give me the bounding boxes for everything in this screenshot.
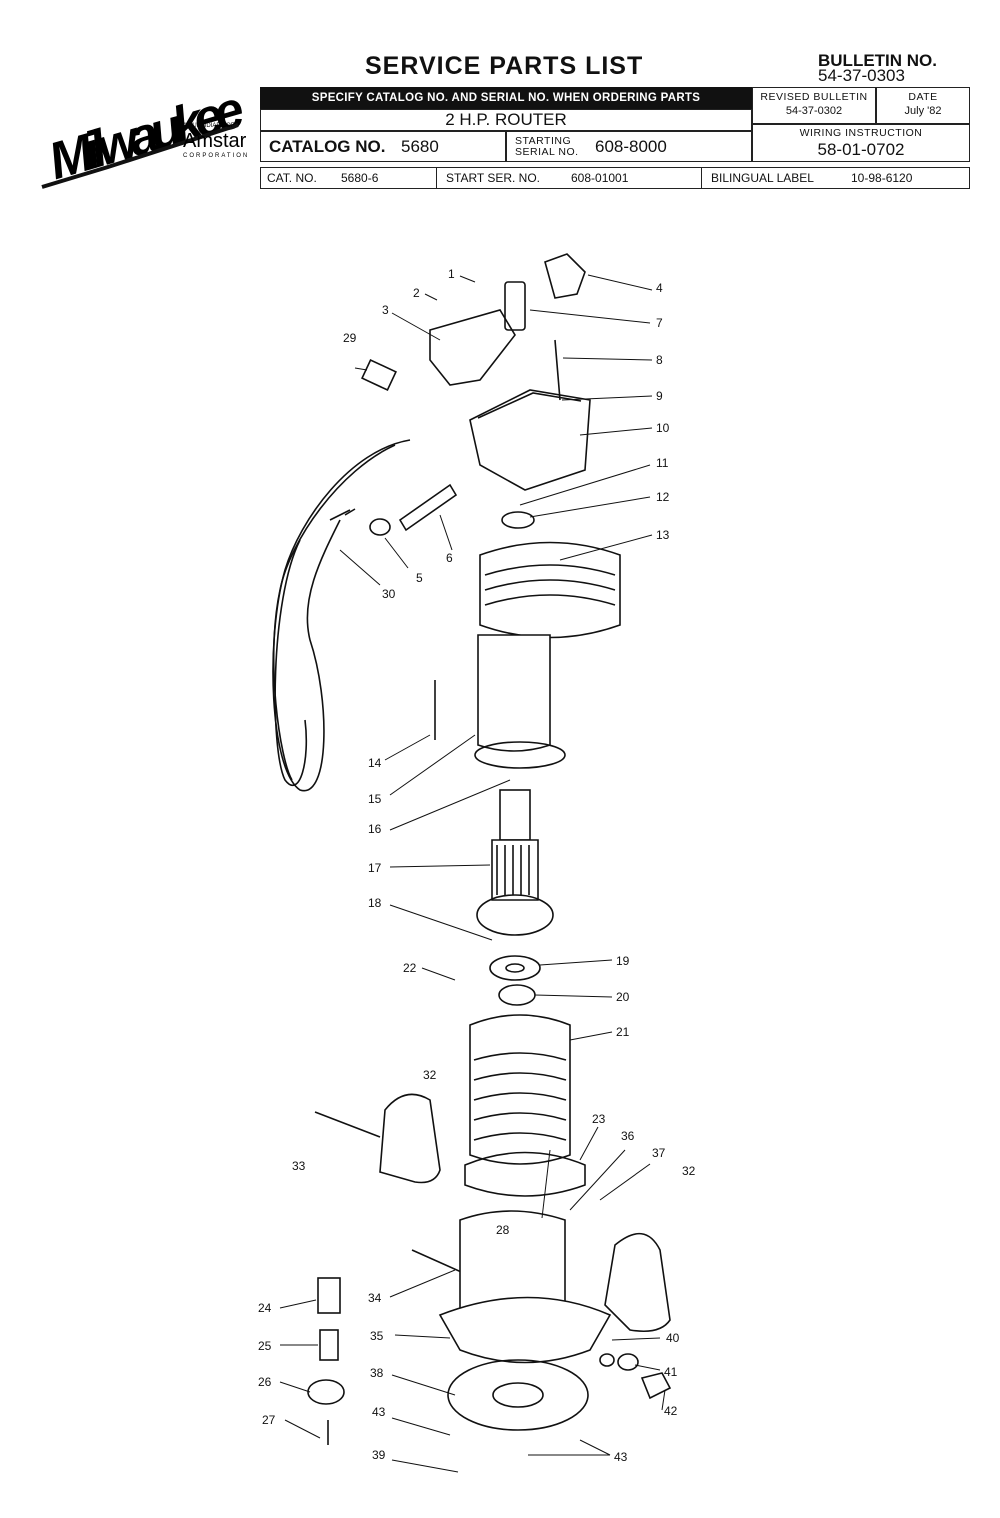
catalog-number: 5680 — [401, 137, 439, 156]
callout-label: 19 — [616, 954, 630, 968]
document-title: SERVICE PARTS LIST — [365, 52, 644, 80]
callout-label: 15 — [368, 792, 382, 806]
callout-label: 14 — [368, 756, 382, 770]
product-text: 2 H.P. ROUTER — [445, 110, 567, 129]
callout-label: 10 — [656, 421, 670, 435]
subsidiary-text: A SUBSIDIARY OF — [183, 123, 235, 129]
revised-bulletin-label: REVISED BULLETIN — [760, 91, 868, 103]
callout-label: 22 — [403, 961, 417, 975]
callout-label: 42 — [664, 1404, 678, 1418]
start-ser-label: START SER. NO. — [446, 171, 541, 185]
date-box: DATE July '82 — [876, 87, 970, 124]
bulletin-number: 54-37-0303 — [818, 66, 905, 85]
bilingual-label: BILINGUAL LABEL — [711, 171, 814, 185]
callout-label: 17 — [368, 861, 382, 875]
callout-label: 38 — [370, 1366, 384, 1380]
callout-label: 32 — [682, 1164, 696, 1178]
product-name: 2 H.P. ROUTER — [260, 109, 752, 131]
callout-label: 18 — [368, 896, 382, 910]
callout-label: 36 — [621, 1129, 635, 1143]
ordering-note-bar: SPECIFY CATALOG NO. AND SERIAL NO. WHEN … — [260, 87, 752, 109]
milwaukee-logo: Milwaukee A SUBSIDIARY OF Amstar CORPORA… — [41, 80, 251, 191]
bulletin-label: BULLETIN NO. — [818, 51, 937, 70]
callout-label: 11 — [656, 456, 669, 470]
callout-label: 20 — [616, 990, 630, 1004]
callout-label: 39 — [372, 1448, 386, 1462]
date-value: July '82 — [904, 105, 942, 117]
start-ser-value: 608-01001 — [571, 171, 629, 185]
callout-label: 34 — [368, 1291, 382, 1305]
callout-label: 43 — [614, 1450, 628, 1464]
date-label: DATE — [908, 91, 938, 103]
callout-label: 27 — [262, 1413, 276, 1427]
callout-label: 23 — [592, 1112, 606, 1126]
amstar-text: Amstar — [183, 130, 247, 152]
callout-label: 2 — [413, 286, 420, 300]
callout-label: 3 — [382, 303, 389, 317]
callout-label: 16 — [368, 822, 382, 836]
amstar-corporation-text: CORPORATION — [183, 153, 249, 159]
callout-label: 12 — [656, 490, 670, 504]
callout-label: 28 — [496, 1223, 510, 1237]
serial-no-label: SERIAL NO. — [515, 146, 579, 158]
variant-info-bar: CAT. NO. 5680-6 START SER. NO. 608-01001… — [260, 167, 970, 189]
callout-label: 6 — [446, 551, 453, 565]
callout-label: 37 — [652, 1146, 666, 1160]
callout-label: 30 — [382, 587, 396, 601]
callout-label: 4 — [656, 281, 663, 295]
callout-label: 5 — [416, 571, 423, 585]
callout-label: 29 — [343, 331, 357, 345]
cat-no-label: CAT. NO. — [267, 171, 317, 185]
callout-label: 32 — [423, 1068, 437, 1082]
starting-label: STARTING — [515, 135, 572, 147]
wiring-instruction-number: 58-01-0702 — [817, 140, 905, 159]
wiring-instruction-box: WIRING INSTRUCTION 58-01-0702 — [752, 124, 970, 162]
callout-label: 21 — [616, 1025, 630, 1039]
callout-label: 33 — [292, 1159, 306, 1173]
callout-label: 40 — [666, 1331, 680, 1345]
callout-label: 7 — [656, 316, 663, 330]
catalog-box: CATALOG NO. 5680 — [260, 131, 506, 162]
revised-bulletin-number: 54-37-0302 — [785, 105, 843, 117]
wiring-instruction-label: WIRING INSTRUCTION — [799, 127, 923, 139]
callout-label: 35 — [370, 1329, 384, 1343]
catalog-label: CATALOG NO. — [269, 137, 386, 156]
starting-serial-box: STARTING SERIAL NO. 608-8000 — [506, 131, 752, 162]
callout-label: 25 — [258, 1339, 272, 1353]
callout-label: 24 — [258, 1301, 272, 1315]
revised-bulletin-box: REVISED BULLETIN 54-37-0302 — [752, 87, 876, 124]
callout-label: 26 — [258, 1375, 272, 1389]
callout-label: 43 — [372, 1405, 386, 1419]
bilingual-value: 10-98-6120 — [851, 171, 913, 185]
callout-label: 41 — [664, 1365, 678, 1379]
starting-serial-number: 608-8000 — [595, 137, 667, 156]
callout-label: 1 — [448, 267, 455, 281]
callout-label: 8 — [656, 353, 663, 367]
callout-label: 9 — [656, 389, 663, 403]
callout-label: 13 — [656, 528, 670, 542]
cat-no-value: 5680-6 — [341, 171, 379, 185]
